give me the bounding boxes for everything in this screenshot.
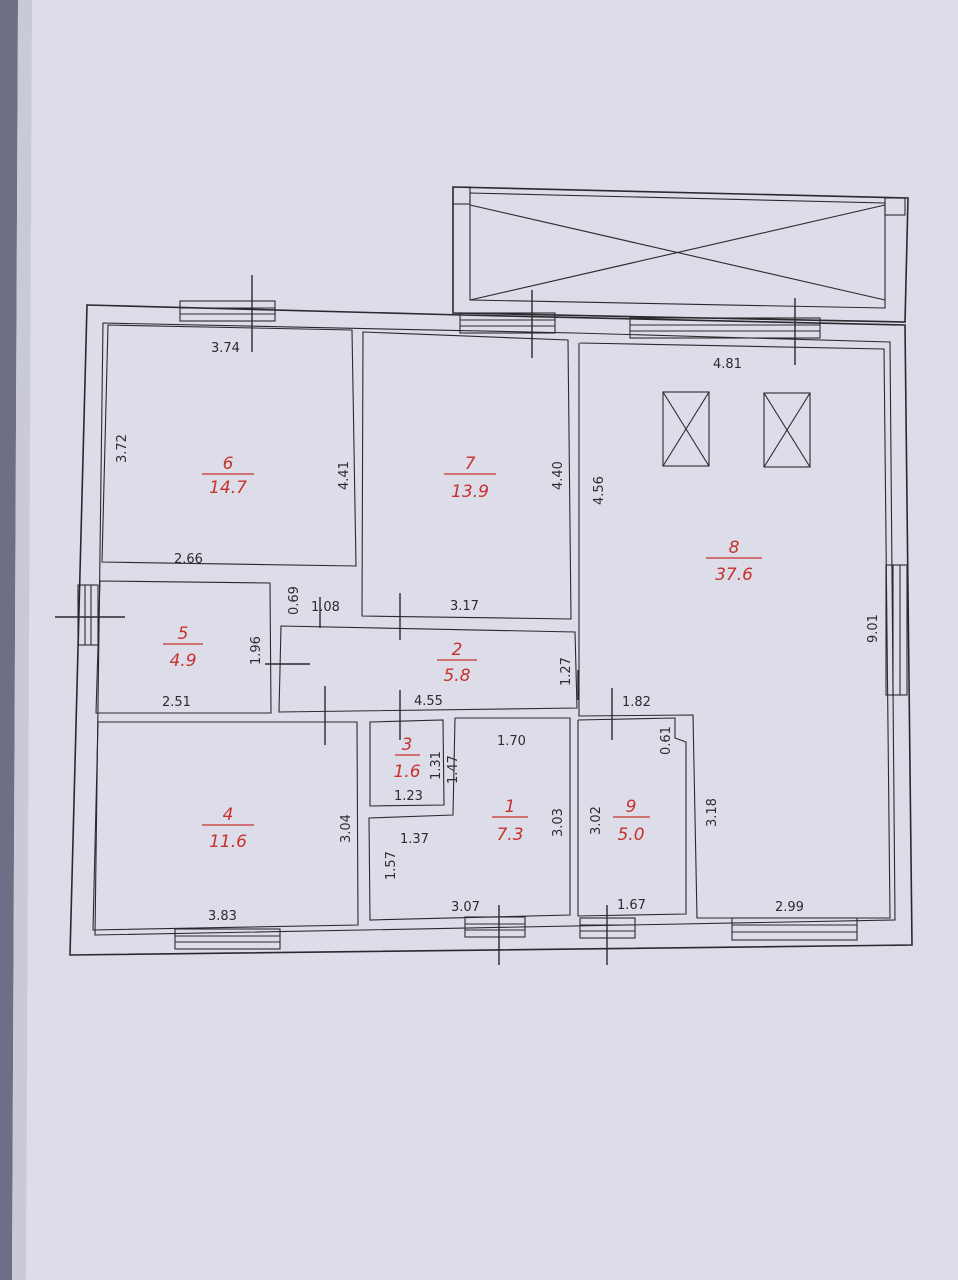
dim-r3-bottom: 1.23 — [394, 789, 423, 804]
room-6-outline — [101, 324, 357, 567]
dim-r7-bottom: 3.17 — [450, 599, 479, 614]
dim-r9-top: 1.82 — [622, 695, 651, 710]
room-number: 6 — [223, 454, 234, 474]
dim-r8-top: 4.81 — [713, 357, 742, 372]
room-label-2: 2 5.8 — [437, 640, 477, 686]
dimension-labels: 3.74 3.72 4.41 2.66 4.40 3.17 4.81 4.56 … — [115, 341, 881, 924]
dim-r6-right: 4.41 — [337, 461, 352, 490]
dim-r5-bottom: 2.51 — [162, 695, 191, 710]
dim-r4-bottom: 3.83 — [208, 909, 237, 924]
room-number: 5 — [178, 624, 189, 644]
room-3-outline — [369, 719, 445, 807]
dim-r1-left: 1.57 — [384, 851, 399, 880]
dim-r8-low-left: 3.18 — [705, 798, 720, 827]
section-marks — [55, 275, 796, 965]
room-number: 4 — [223, 805, 234, 825]
dim-r9-bottom: 1.67 — [617, 898, 646, 913]
room-number: 2 — [452, 640, 463, 660]
room-label-5: 5 4.9 — [163, 624, 203, 671]
room-4-outline — [92, 721, 359, 931]
dim-r8-bottom: 2.99 — [775, 900, 804, 915]
room-area: 7.3 — [496, 825, 523, 845]
room-label-8: 8 37.6 — [706, 538, 762, 585]
dim-r9-left: 3.02 — [589, 806, 604, 835]
dim-r8-right: 9.01 — [866, 614, 881, 643]
room-area: 1.6 — [393, 762, 420, 782]
dim-r5-door: 1.08 — [311, 600, 340, 615]
dim-r5-top: 0.69 — [287, 586, 302, 615]
paper-sheet — [12, 0, 958, 1280]
dim-r1-top: 1.70 — [497, 734, 526, 749]
room-area: 4.9 — [169, 651, 196, 671]
room-8-outline — [578, 342, 891, 919]
vent-shafts — [662, 391, 811, 468]
dim-r4-right: 3.04 — [339, 814, 354, 843]
room-label-1: 1 7.3 — [492, 797, 528, 845]
room-area: 5.0 — [617, 825, 644, 845]
room-area: 13.9 — [451, 482, 489, 502]
dim-r3-side: 1.47 — [446, 755, 461, 784]
dim-r5-right: 1.96 — [249, 636, 264, 665]
room-1-outline — [368, 717, 571, 921]
room-label-9: 9 5.0 — [613, 797, 650, 845]
dim-r8-mid: 1.27 — [559, 657, 574, 686]
dim-r2-bottom: 4.55 — [414, 694, 443, 709]
room-label-6: 6 14.7 — [202, 454, 254, 498]
room-9-outline — [577, 717, 687, 917]
dim-r6-bottom: 2.66 — [174, 552, 203, 567]
balcony — [452, 186, 909, 323]
dim-r7-right: 4.40 — [551, 461, 566, 490]
room-label-4: 4 11.6 — [202, 805, 254, 852]
room-area: 5.8 — [443, 666, 470, 686]
dim-r8-left: 4.56 — [592, 476, 607, 505]
room-number: 3 — [402, 735, 413, 755]
room-area: 14.7 — [209, 478, 247, 498]
dim-r1-right: 3.03 — [551, 808, 566, 837]
room-number: 7 — [465, 454, 476, 474]
dim-r1-bottom: 3.07 — [451, 900, 480, 915]
dim-r6-left: 3.72 — [115, 434, 130, 463]
room-area: 37.6 — [715, 565, 753, 585]
dim-r1-inner: 1.37 — [400, 832, 429, 847]
room-number: 1 — [505, 797, 516, 817]
room-label-3: 3 1.6 — [393, 735, 420, 782]
room-area: 11.6 — [209, 832, 247, 852]
paper-edge — [12, 0, 32, 1280]
room-5-outline — [95, 580, 272, 714]
dim-r6-top: 3.74 — [211, 341, 240, 356]
room-label-7: 7 13.9 — [444, 454, 496, 502]
dim-r3-right: 1.31 — [429, 751, 444, 780]
dim-r9-notch: 0.61 — [659, 726, 674, 755]
room-2-outline — [278, 625, 578, 713]
room-number: 9 — [626, 797, 637, 817]
room-number: 8 — [729, 538, 740, 558]
room-7-outline — [361, 331, 572, 620]
